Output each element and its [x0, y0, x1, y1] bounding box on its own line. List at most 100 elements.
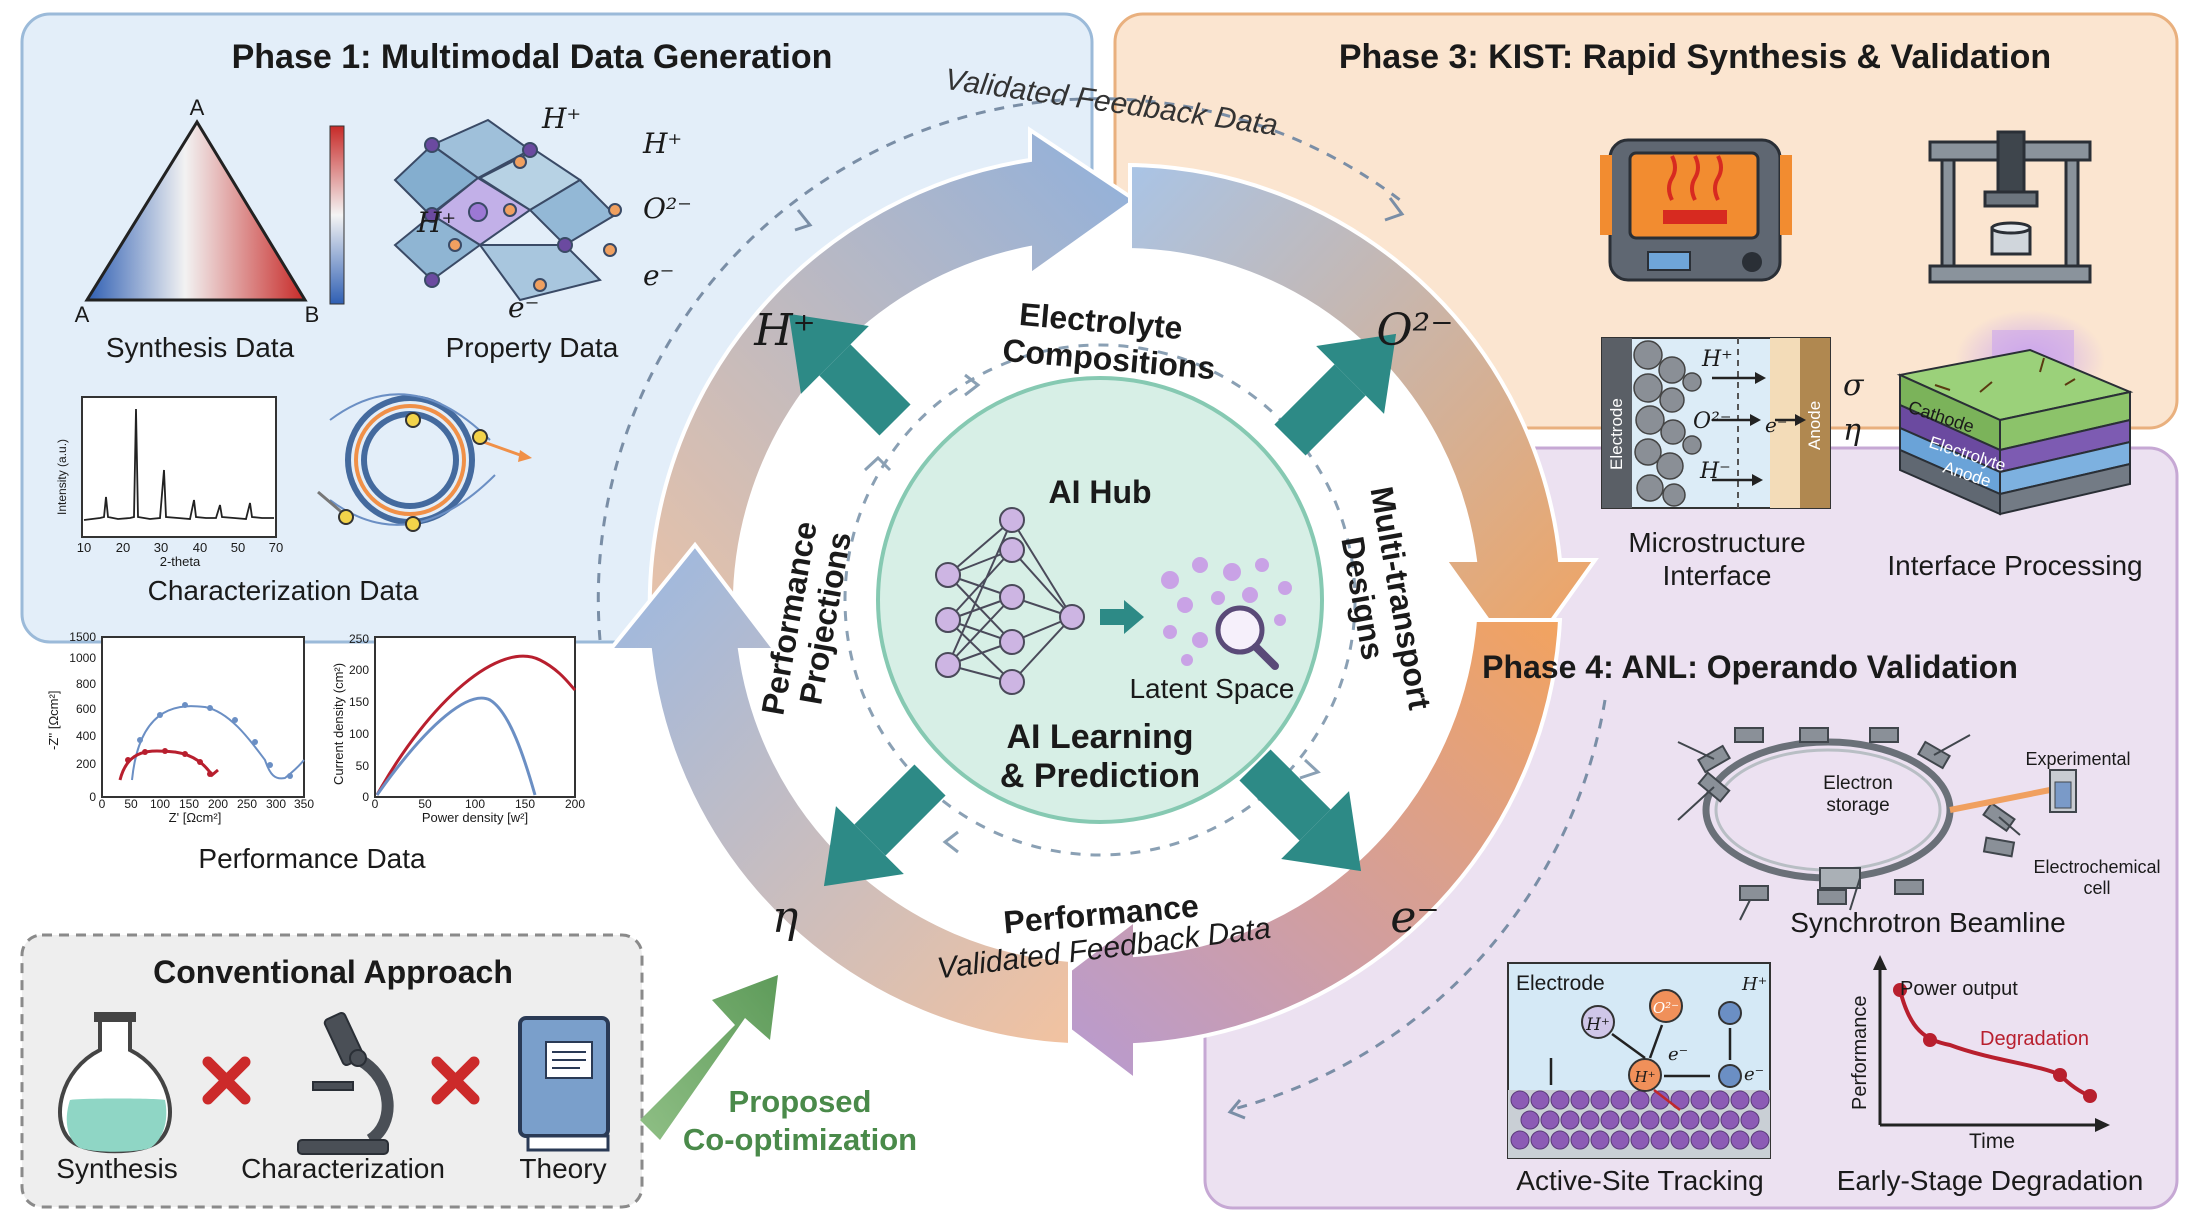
degradation-label: Early-Stage Degradation — [1837, 1165, 2144, 1196]
microstructure-label-line2: Interface — [1663, 560, 1772, 591]
cell-label-line1: Electrochemical — [2033, 857, 2160, 877]
svg-text:150: 150 — [515, 797, 535, 811]
ring-label-line1: Electron — [1823, 773, 1893, 794]
svg-text:0: 0 — [99, 797, 106, 811]
feedback-loop-top — [596, 97, 1401, 641]
inner-chevron — [863, 455, 892, 472]
arc-bottom-left — [605, 541, 1072, 1048]
conventional-panel — [20, 933, 644, 1209]
conventional-title: Conventional Approach — [153, 954, 513, 990]
sigma-label: σ — [1843, 368, 1865, 403]
svg-text:350: 350 — [294, 797, 314, 811]
svg-text:10: 10 — [77, 540, 91, 555]
degradation-ylabel: Performance — [1849, 996, 1871, 1111]
xrd-pattern — [83, 408, 274, 521]
inner-chevron — [1299, 758, 1321, 780]
svg-text:200: 200 — [565, 797, 585, 811]
ai-learning-line2: & Prediction — [1000, 757, 1200, 795]
power-xlabel: Power density [w²] — [422, 810, 528, 825]
active-ion-label: H⁺ — [1634, 1068, 1656, 1086]
svg-text:300: 300 — [266, 797, 286, 811]
proposed-arrow — [640, 975, 778, 1140]
phase4-title: Phase 4: ANL: Operando Validation — [1482, 649, 2018, 685]
book-icon — [518, 1016, 610, 1152]
active-ion-label: H⁺ — [1585, 1015, 1610, 1035]
conventional-item-synthesis: Synthesis — [56, 1153, 177, 1184]
svg-text:800: 800 — [76, 677, 96, 691]
ai-hub-circle — [876, 376, 1324, 824]
active-ion-label: e⁻ — [1668, 1044, 1688, 1065]
svg-text:200: 200 — [76, 757, 96, 771]
cycle-label-eta: η — [772, 892, 798, 943]
feedback-arrowhead — [1227, 1099, 1246, 1120]
power-ylabel: Current density (cm²) — [331, 663, 346, 785]
phase3-title: Phase 3: KIST: Rapid Synthesis & Validat… — [1339, 38, 2051, 76]
anode-label: Anode — [1805, 401, 1824, 450]
power-xticks: 0 50 100 150 200 — [372, 797, 586, 811]
svg-text:200: 200 — [208, 797, 228, 811]
flask-icon — [58, 1012, 172, 1154]
svg-text:0: 0 — [372, 797, 379, 811]
eta-label: η — [1843, 413, 1861, 448]
phase1-title: Phase 1: Multimodal Data Generation — [232, 38, 833, 76]
synchrotron-label: Synchrotron Beamline — [1790, 907, 2065, 938]
characterization-data-label: Characterization Data — [148, 575, 419, 606]
micro-ion-label: O²⁻ — [1693, 409, 1731, 434]
ternary-vertex-right: B — [305, 302, 320, 327]
property-data-label: Property Data — [446, 332, 619, 363]
svg-text:100: 100 — [465, 797, 485, 811]
inner-chevron — [964, 373, 981, 397]
interface-processing-label: Interface Processing — [1887, 550, 2142, 581]
teal-arrow-upper-left — [788, 313, 911, 436]
station-label-line1: Experimental — [2025, 749, 2130, 769]
ai-hub-title: AI Hub — [1048, 474, 1151, 510]
perovskite-crystal-icon — [393, 118, 622, 302]
property-ion-label: H⁺ — [541, 102, 581, 135]
xrd-chart — [81, 396, 277, 538]
svg-text:1000: 1000 — [69, 651, 96, 665]
svg-text:0: 0 — [89, 790, 96, 804]
degradation-xlabel: Time — [1969, 1130, 2015, 1153]
teal-arrow-upper-right — [1274, 333, 1397, 456]
active-ion-label: e⁻ — [1744, 1064, 1764, 1085]
svg-text:150: 150 — [179, 797, 199, 811]
svg-text:100: 100 — [349, 727, 369, 741]
svg-text:20: 20 — [116, 540, 130, 555]
performance-data-label: Performance Data — [198, 843, 426, 874]
xrd-ylabel: Intensity (a.u.) — [55, 439, 69, 515]
svg-text:50: 50 — [231, 540, 245, 555]
feedback-arrowhead — [794, 209, 813, 232]
svg-text:150: 150 — [349, 695, 369, 709]
svg-text:50: 50 — [124, 797, 138, 811]
feedback-arrowhead — [1384, 197, 1405, 222]
degradation-curve-label: Degradation — [1980, 1028, 2089, 1050]
micro-ion-label: H⁺ — [1701, 347, 1733, 372]
nyquist-ylabel: -Z'' [Ωcm²] — [46, 691, 61, 750]
power-output-label: Power output — [1900, 978, 2018, 1000]
svg-text:50: 50 — [356, 759, 370, 773]
ring-label-line2: storage — [1826, 795, 1889, 816]
property-ion-label: e⁻ — [643, 259, 674, 292]
synchrotron-ring-icon — [1677, 727, 2077, 921]
microscope-icon — [297, 1012, 394, 1155]
layer-stack-icon — [1896, 310, 2134, 516]
svg-text:1500: 1500 — [69, 630, 96, 644]
arc-bottom-right — [1026, 618, 1563, 1085]
svg-text:40: 40 — [193, 540, 207, 555]
hub-arrow-icon — [1100, 600, 1144, 634]
ai-learning-line1: AI Learning — [1006, 718, 1193, 756]
cycle-label-e-minus: e⁻ — [1390, 892, 1439, 943]
ternary-colorbar — [329, 125, 345, 305]
latent-space-label: Latent Space — [1129, 673, 1294, 704]
property-ion-label: O²⁻ — [643, 192, 692, 225]
svg-text:50: 50 — [418, 797, 432, 811]
nyquist-yticks: 0 200 400 600 800 1000 1200 1500 — [69, 630, 96, 804]
latent-space-dots-icon — [1161, 557, 1292, 666]
feedback-loop-bottom — [1229, 699, 1607, 1112]
inner-dashed-ring — [843, 343, 1357, 857]
ring-transport-icon — [317, 393, 532, 532]
ternary-vertex-top: A — [190, 95, 205, 120]
inner-chevron — [942, 830, 959, 854]
active-site-label: Active-Site Tracking — [1516, 1165, 1763, 1196]
microstructure-interface-diagram — [1601, 337, 1831, 509]
